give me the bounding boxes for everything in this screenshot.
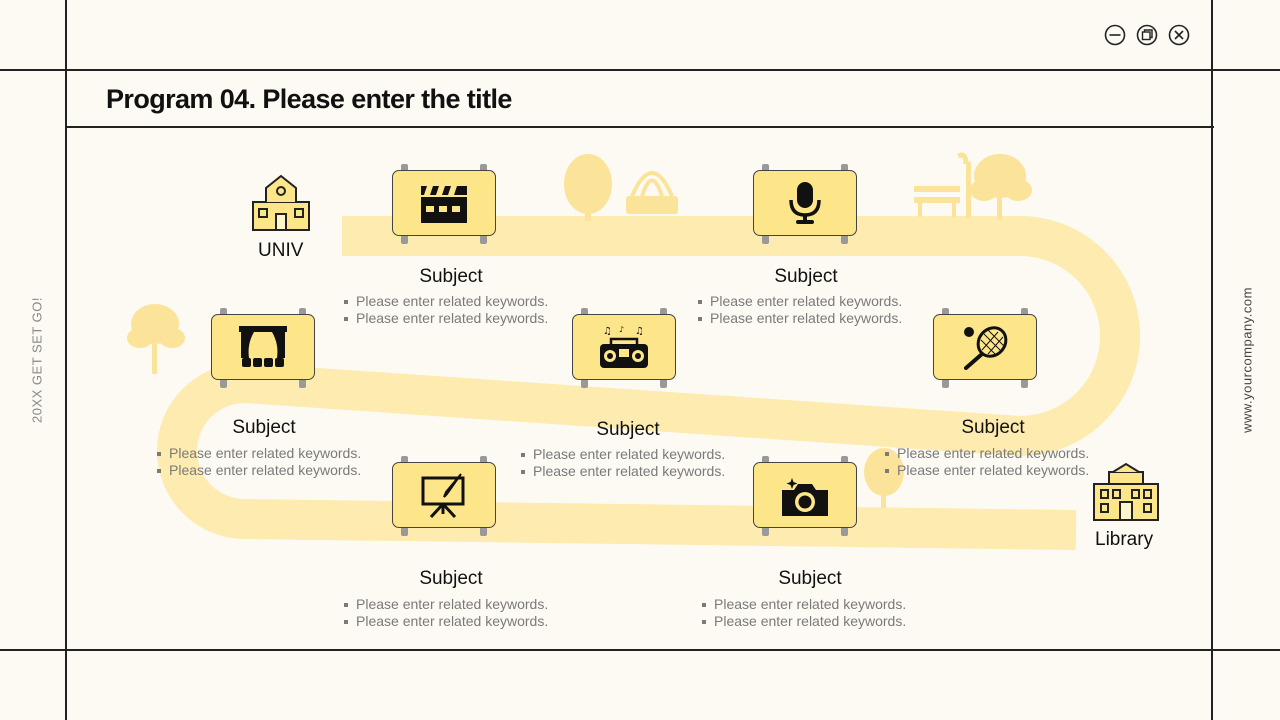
station-1-keywords: Please enter related keywords. Please en… bbox=[343, 293, 583, 327]
library-label: Library bbox=[1095, 529, 1154, 550]
winding-road bbox=[157, 216, 1140, 550]
minimize-button[interactable] bbox=[1104, 24, 1126, 46]
sign-easel bbox=[392, 456, 498, 538]
keyword-item: Please enter related keywords. bbox=[343, 613, 583, 630]
station-4-keywords: Please enter related keywords. Please en… bbox=[520, 446, 760, 480]
fountain-decoration bbox=[626, 171, 678, 214]
library-building-icon bbox=[1093, 462, 1159, 521]
station-7-subject: Subject bbox=[778, 568, 842, 589]
station-3-keywords: Please enter related keywords. Please en… bbox=[156, 445, 396, 479]
sign-boombox: ♫ ♪ ♫ bbox=[572, 308, 678, 390]
easel-icon bbox=[421, 473, 465, 518]
theater-stage-icon bbox=[239, 326, 287, 367]
keyword-item: Please enter related keywords. bbox=[884, 462, 1124, 479]
keyword-item: Please enter related keywords. bbox=[343, 293, 583, 310]
univ-label: UNIV bbox=[258, 240, 304, 261]
frame-vertical-left bbox=[65, 0, 67, 720]
station-2-keywords: Please enter related keywords. Please en… bbox=[697, 293, 937, 327]
svg-text:♫: ♫ bbox=[603, 326, 612, 337]
sign-tennis-racket bbox=[933, 308, 1039, 390]
sign-clapperboard bbox=[392, 164, 498, 246]
station-7-keywords: Please enter related keywords. Please en… bbox=[701, 596, 941, 630]
station-3-subject: Subject bbox=[232, 417, 296, 438]
station-5-subject: Subject bbox=[961, 417, 1025, 438]
university-building-icon bbox=[252, 174, 310, 231]
tree-decoration bbox=[127, 304, 185, 374]
sign-theater-stage bbox=[211, 308, 317, 390]
microphone-icon bbox=[789, 182, 821, 224]
svg-text:♪: ♪ bbox=[619, 325, 624, 334]
lamp-decoration bbox=[956, 152, 971, 218]
keyword-item: Please enter related keywords. bbox=[156, 445, 396, 462]
station-5-keywords: Please enter related keywords. Please en… bbox=[884, 445, 1124, 479]
keyword-item: Please enter related keywords. bbox=[343, 310, 583, 327]
bench-decoration bbox=[914, 186, 960, 217]
sign-microphone bbox=[753, 164, 859, 246]
keyword-item: Please enter related keywords. bbox=[156, 462, 396, 479]
tree-decoration bbox=[864, 448, 904, 508]
window-controls bbox=[1104, 24, 1190, 46]
keyword-item: Please enter related keywords. bbox=[701, 596, 941, 613]
frame-title-underline bbox=[66, 126, 1214, 128]
page-title: Program 04. Please enter the title bbox=[106, 84, 512, 114]
keyword-item: Please enter related keywords. bbox=[697, 310, 937, 327]
keyword-item: Please enter related keywords. bbox=[343, 596, 583, 613]
sign-camera bbox=[753, 456, 859, 538]
boombox-icon: ♫ ♪ ♫ bbox=[600, 325, 648, 368]
station-6-keywords: Please enter related keywords. Please en… bbox=[343, 596, 583, 630]
camera-icon bbox=[782, 478, 828, 516]
keyword-item: Please enter related keywords. bbox=[701, 613, 941, 630]
station-6-subject: Subject bbox=[419, 568, 483, 589]
keyword-item: Please enter related keywords. bbox=[520, 446, 760, 463]
keyword-item: Please enter related keywords. bbox=[520, 463, 760, 480]
station-1-subject: Subject bbox=[419, 266, 483, 287]
keyword-item: Please enter related keywords. bbox=[884, 445, 1124, 462]
restore-button[interactable] bbox=[1136, 24, 1158, 46]
close-button[interactable] bbox=[1168, 24, 1190, 46]
frame-horizontal-top bbox=[0, 69, 1280, 71]
station-2-subject: Subject bbox=[774, 266, 838, 287]
svg-text:♫: ♫ bbox=[635, 326, 644, 337]
clapperboard-icon bbox=[421, 186, 467, 223]
frame-vertical-right bbox=[1211, 0, 1213, 720]
tree-decoration bbox=[564, 154, 612, 221]
tree-decoration bbox=[970, 154, 1032, 220]
station-4-subject: Subject bbox=[596, 419, 660, 440]
keyword-item: Please enter related keywords. bbox=[697, 293, 937, 310]
frame-horizontal-bottom bbox=[0, 649, 1280, 651]
tennis-racket-icon bbox=[964, 326, 1008, 370]
